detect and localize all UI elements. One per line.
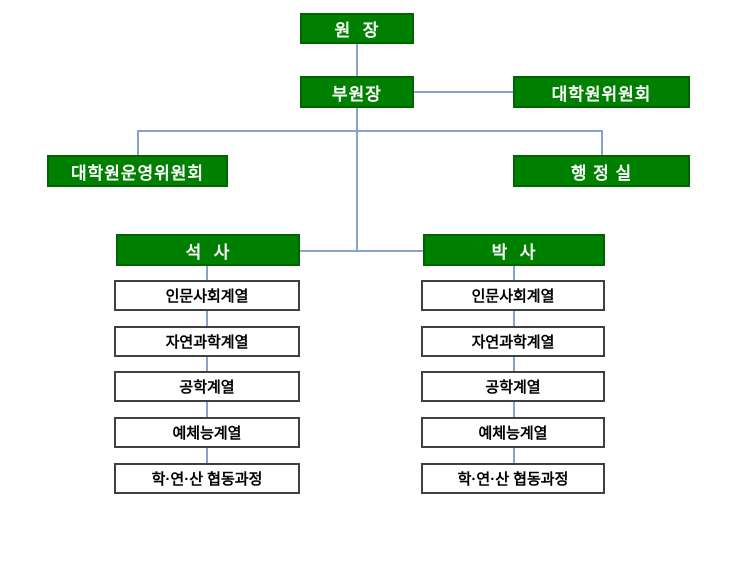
connector-masters-doctoral: [300, 250, 423, 252]
connector-doctoral-track4: [513, 402, 515, 417]
connector-masters-track3: [206, 357, 208, 371]
node-masters-track-natural-sciences: 자연과학계열: [114, 326, 300, 357]
connector-masters-track1: [206, 266, 208, 280]
connector-doctoral-track1: [513, 266, 515, 280]
node-doctoral: 박 사: [423, 234, 605, 266]
node-masters-track-humanities: 인문사회계열: [114, 280, 300, 311]
connector-masters-track4: [206, 402, 208, 417]
node-doctoral-track-engineering: 공학계열: [421, 371, 605, 402]
node-masters-track-arts-sports: 예체능계열: [114, 417, 300, 448]
node-director: 원 장: [300, 13, 414, 44]
node-admin-office: 행 정 실: [513, 155, 690, 187]
node-graduate-committee: 대학원위원회: [513, 76, 690, 108]
node-operating-committee: 대학원운영위원회: [47, 155, 228, 187]
connector-masters-track2: [206, 311, 208, 326]
connector-doctoral-track5: [513, 448, 515, 463]
connector-director-vicedirector: [356, 44, 358, 76]
connector-drop-operatingcommittee: [137, 130, 139, 155]
node-vice-director: 부원장: [300, 76, 414, 108]
connector-doctoral-track2: [513, 311, 515, 326]
connector-drop-adminoffice: [601, 130, 603, 155]
connector-doctoral-track3: [513, 357, 515, 371]
connector-vicedirector-gradcommittee: [414, 91, 513, 93]
node-doctoral-track-humanities: 인문사회계열: [421, 280, 605, 311]
node-masters: 석 사: [116, 234, 300, 266]
connector-masters-track5: [206, 448, 208, 463]
node-masters-track-cooperative-program: 학·연·산 협동과정: [114, 463, 300, 494]
node-doctoral-track-cooperative-program: 학·연·산 협동과정: [421, 463, 605, 494]
node-doctoral-track-natural-sciences: 자연과학계열: [421, 326, 605, 357]
node-doctoral-track-arts-sports: 예체능계열: [421, 417, 605, 448]
node-masters-track-engineering: 공학계열: [114, 371, 300, 402]
connector-committee-adminoffice-horizontal: [137, 130, 603, 132]
connector-vicedirector-trunk: [356, 108, 358, 252]
